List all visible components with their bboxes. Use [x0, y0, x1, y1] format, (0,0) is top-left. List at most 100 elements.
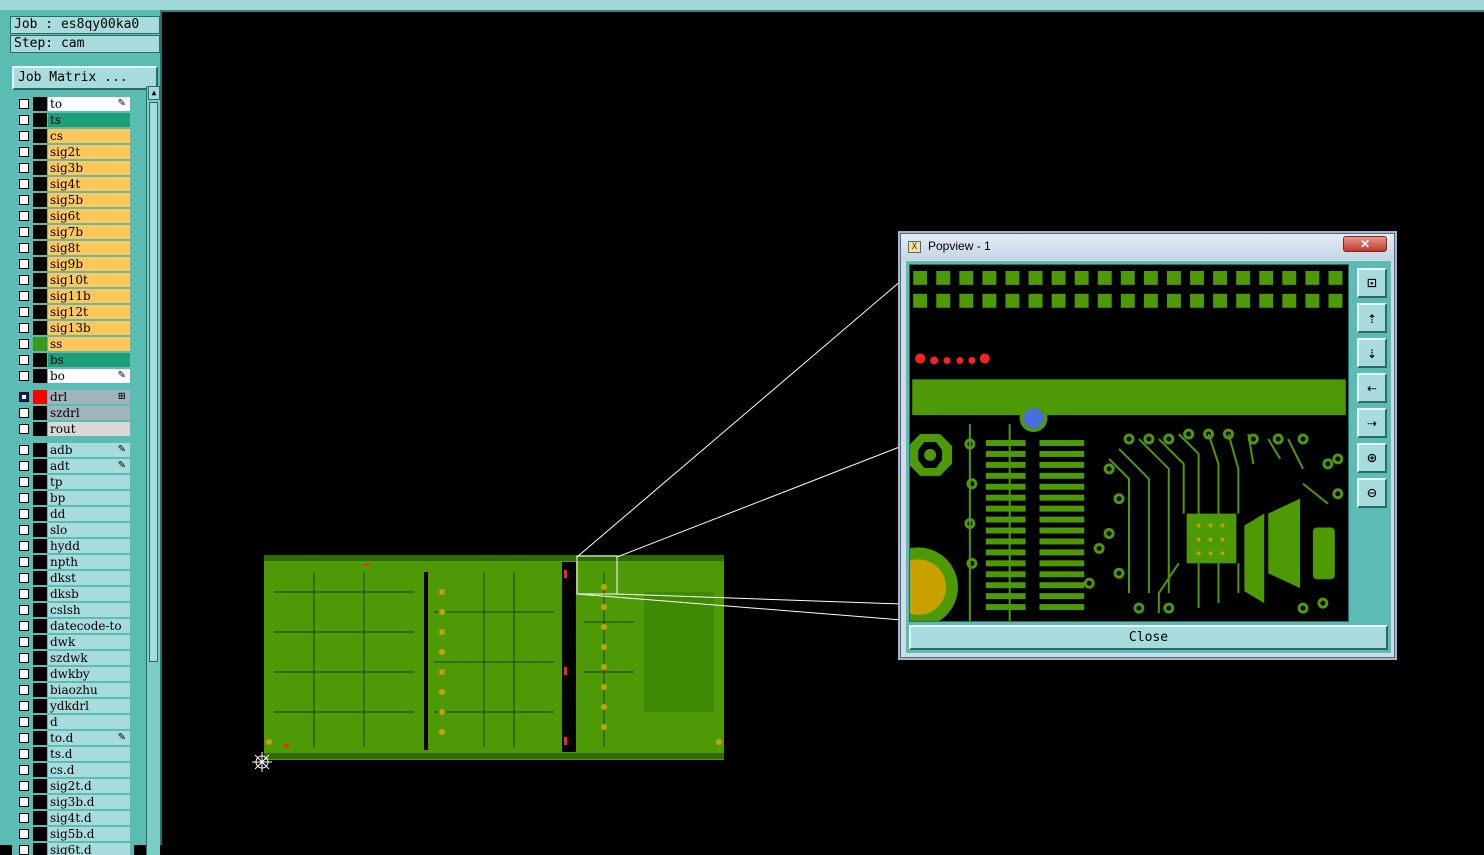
layer-color-swatch[interactable] [33, 177, 47, 191]
layer-color-swatch[interactable] [33, 651, 47, 665]
layer-name[interactable]: dkst [48, 571, 130, 585]
layer-color-swatch[interactable] [33, 507, 47, 521]
layer-color-swatch[interactable] [33, 369, 47, 383]
pan-down-icon[interactable]: ⇣ [1357, 338, 1387, 368]
layer-name[interactable]: bp [48, 491, 130, 505]
layer-row-bs[interactable]: bs [12, 352, 134, 368]
layer-row-tp[interactable]: tp [12, 474, 134, 490]
layer-color-swatch[interactable] [33, 827, 47, 841]
layer-checkbox[interactable] [19, 243, 29, 253]
layer-row-adt[interactable]: adt✎ [12, 458, 134, 474]
layer-color-swatch[interactable] [33, 779, 47, 793]
layer-checkbox[interactable] [19, 813, 29, 823]
layer-color-swatch[interactable] [33, 539, 47, 553]
layer-color-swatch[interactable] [33, 305, 47, 319]
layer-checkbox[interactable] [19, 541, 29, 551]
layer-row-bp[interactable]: bp [12, 490, 134, 506]
layer-checkbox[interactable] [19, 493, 29, 503]
layer-checkbox[interactable] [19, 717, 29, 727]
layer-name[interactable]: cs [48, 129, 130, 143]
layer-row-ts[interactable]: ts [12, 112, 134, 128]
layer-checkbox[interactable] [19, 339, 29, 349]
layer-row-dkst[interactable]: dkst [12, 570, 134, 586]
layer-row-sig6t[interactable]: sig6t [12, 208, 134, 224]
layer-checkbox[interactable] [19, 525, 29, 535]
layer-color-swatch[interactable] [33, 390, 47, 404]
layer-color-swatch[interactable] [33, 491, 47, 505]
layer-checkbox[interactable] [19, 749, 29, 759]
layer-name[interactable]: sig12t [48, 305, 130, 319]
layer-name[interactable]: sig8t [48, 241, 130, 255]
layer-row-sig13b[interactable]: sig13b [12, 320, 134, 336]
layer-checkbox[interactable] [19, 392, 29, 402]
layer-row-dksb[interactable]: dksb [12, 586, 134, 602]
layer-name[interactable]: sig5b.d [48, 827, 130, 841]
layer-row-slo[interactable]: slo [12, 522, 134, 538]
layer-color-swatch[interactable] [33, 257, 47, 271]
layer-checkbox[interactable] [19, 557, 29, 567]
layer-color-swatch[interactable] [33, 811, 47, 825]
layer-name[interactable]: dwkby [48, 667, 130, 681]
layer-checkbox[interactable] [19, 669, 29, 679]
layer-name[interactable]: dwk [48, 635, 130, 649]
layer-name[interactable]: ts.d [48, 747, 130, 761]
layer-name[interactable]: drl⊞ [48, 390, 130, 404]
popview-titlebar[interactable]: X Popview - 1 ✕ [901, 234, 1394, 260]
graphic-canvas[interactable] [164, 12, 1484, 845]
layer-checkbox[interactable] [19, 509, 29, 519]
layer-name[interactable]: bo✎ [48, 369, 130, 383]
layer-color-swatch[interactable] [33, 715, 47, 729]
layer-checkbox[interactable] [19, 589, 29, 599]
layer-name[interactable]: sig3b.d [48, 795, 130, 809]
layer-row-cslsh[interactable]: cslsh [12, 602, 134, 618]
layer-name[interactable]: sig6t [48, 209, 130, 223]
layer-checkbox[interactable] [19, 605, 29, 615]
zoom-fit-icon[interactable]: ⊡ [1357, 268, 1387, 298]
layer-name[interactable]: to.d✎ [48, 731, 130, 745]
layer-checkbox[interactable] [19, 701, 29, 711]
layer-checkbox[interactable] [19, 291, 29, 301]
layer-color-swatch[interactable] [33, 443, 47, 457]
layer-row-sig2t[interactable]: sig2t [12, 144, 134, 160]
layer-color-swatch[interactable] [33, 795, 47, 809]
job-matrix-button[interactable]: Job Matrix ... [12, 66, 158, 90]
layer-checkbox[interactable] [19, 211, 29, 221]
layer-row-sig3b-d[interactable]: sig3b.d [12, 794, 134, 810]
layer-checkbox[interactable] [19, 685, 29, 695]
layer-name[interactable]: ts [48, 113, 130, 127]
layer-color-swatch[interactable] [33, 763, 47, 777]
layer-name[interactable]: adt✎ [48, 459, 130, 473]
layer-color-swatch[interactable] [33, 571, 47, 585]
layer-name[interactable]: d [48, 715, 130, 729]
layer-name[interactable]: sig9b [48, 257, 130, 271]
layer-checkbox[interactable] [19, 259, 29, 269]
layer-checkbox[interactable] [19, 163, 29, 173]
layer-color-swatch[interactable] [33, 353, 47, 367]
layer-row-sig7b[interactable]: sig7b [12, 224, 134, 240]
layer-color-swatch[interactable] [33, 97, 47, 111]
layer-row-cs[interactable]: cs [12, 128, 134, 144]
layer-row-to-d[interactable]: to.d✎ [12, 730, 134, 746]
layer-name[interactable]: sig2t.d [48, 779, 130, 793]
layer-name[interactable]: adb✎ [48, 443, 130, 457]
layer-color-swatch[interactable] [33, 422, 47, 436]
layer-name[interactable]: biaozhu [48, 683, 130, 697]
layer-checkbox[interactable] [19, 653, 29, 663]
layer-row-dwkby[interactable]: dwkby [12, 666, 134, 682]
layer-color-swatch[interactable] [33, 406, 47, 420]
layer-row-sig9b[interactable]: sig9b [12, 256, 134, 272]
pan-right-icon[interactable]: ⇢ [1357, 408, 1387, 438]
popview-canvas[interactable] [909, 264, 1349, 622]
scroll-up-icon[interactable]: ▲ [148, 86, 160, 100]
layer-row-to[interactable]: to✎ [12, 96, 134, 112]
layer-row-szdwk[interactable]: szdwk [12, 650, 134, 666]
layer-row-cs-d[interactable]: cs.d [12, 762, 134, 778]
layer-row-sig5b[interactable]: sig5b [12, 192, 134, 208]
layer-row-sig2t-d[interactable]: sig2t.d [12, 778, 134, 794]
layer-color-swatch[interactable] [33, 731, 47, 745]
layer-name[interactable]: bs [48, 353, 130, 367]
layer-name[interactable]: sig7b [48, 225, 130, 239]
layer-checkbox[interactable] [19, 461, 29, 471]
layer-row-dd[interactable]: dd [12, 506, 134, 522]
layer-name[interactable]: sig2t [48, 145, 130, 159]
